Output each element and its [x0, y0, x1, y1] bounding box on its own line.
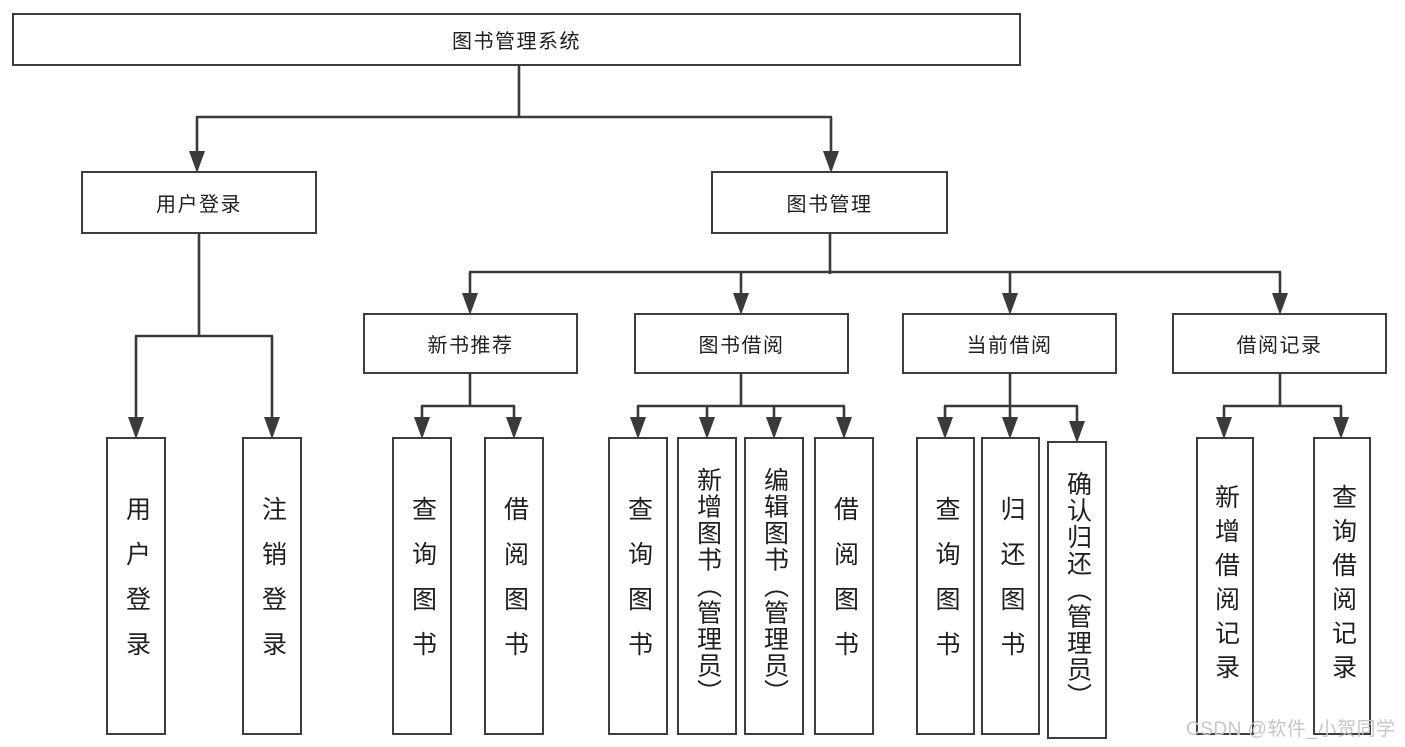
node-root: 图书管理系统: [12, 13, 1021, 66]
node-user-login-label: 用户登录: [156, 194, 242, 216]
connector-root-to-level2: [189, 66, 839, 173]
leaf-confirm-return-admin: 确认归还（管理员）: [1047, 441, 1107, 739]
connector-book-borrow-branch: [630, 372, 852, 439]
connector-current-borrow-branch: [937, 372, 1085, 443]
leaf-user-login-label: 用户登录: [122, 496, 151, 676]
node-book-borrow-label: 图书借阅: [698, 335, 785, 357]
connector-new-book-recommend-branch: [414, 372, 522, 439]
leaf-return-books: 归还图书: [981, 437, 1040, 735]
leaf-borrow-books-2-label: 借阅图书: [830, 496, 859, 676]
node-current-borrow-label: 当前借阅: [966, 335, 1053, 357]
leaf-add-borrow-record-label: 新增借阅记录: [1211, 484, 1240, 688]
leaf-query-books-borrow-label: 查询图书: [624, 496, 653, 676]
leaf-add-book-admin-label: 新增图书（管理员）: [693, 466, 722, 706]
leaf-edit-book-admin-label: 编辑图书（管理员）: [760, 466, 789, 706]
leaf-borrow-books-2: 借阅图书: [814, 437, 874, 735]
leaf-query-books-current: 查询图书: [916, 437, 975, 735]
leaf-add-book-admin: 新增图书（管理员）: [677, 437, 737, 735]
csdn-watermark: CSDN @软件_小贺同学: [1186, 719, 1396, 740]
node-borrow-records: 借阅记录: [1172, 313, 1387, 374]
leaf-query-books-current-label: 查询图书: [932, 496, 960, 676]
leaf-add-borrow-record: 新增借阅记录: [1196, 437, 1254, 735]
leaf-logout: 注销登录: [242, 437, 302, 735]
connector-borrow-records-branch: [1216, 372, 1349, 439]
node-root-label: 图书管理系统: [452, 31, 581, 53]
node-borrow-records-label: 借阅记录: [1236, 335, 1323, 357]
node-current-borrow: 当前借阅: [902, 313, 1117, 374]
node-book-management-label: 图书管理: [786, 194, 873, 216]
leaf-query-borrow-record: 查询借阅记录: [1313, 437, 1371, 735]
node-new-book-recommend: 新书推荐: [363, 313, 578, 374]
leaf-query-books-recommend-label: 查询图书: [408, 496, 437, 676]
connector-book-management-branch: [462, 232, 1288, 315]
leaf-return-books-label: 归还图书: [997, 496, 1025, 676]
node-book-management: 图书管理: [711, 171, 948, 234]
node-new-book-recommend-label: 新书推荐: [427, 335, 514, 357]
node-book-borrow: 图书借阅: [634, 313, 849, 374]
leaf-borrow-books-recommend: 借阅图书: [484, 437, 544, 735]
leaf-logout-label: 注销登录: [258, 496, 287, 676]
leaf-query-books-borrow: 查询图书: [608, 437, 668, 735]
leaf-borrow-books-recommend-label: 借阅图书: [500, 496, 529, 676]
leaf-query-books-recommend: 查询图书: [392, 437, 452, 735]
node-user-login: 用户登录: [81, 171, 317, 234]
leaf-edit-book-admin: 编辑图书（管理员）: [744, 437, 804, 735]
connector-user-login-branch: [128, 232, 280, 439]
leaf-query-borrow-record-label: 查询借阅记录: [1328, 484, 1357, 688]
leaf-confirm-return-admin-label: 确认归还（管理员）: [1063, 470, 1092, 710]
leaf-user-login: 用户登录: [106, 437, 166, 735]
